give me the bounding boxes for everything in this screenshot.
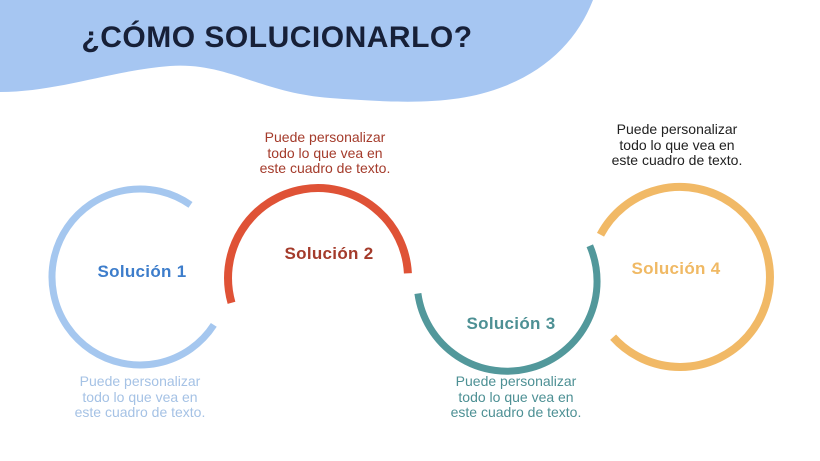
description-line: Puede personalizar	[455, 373, 577, 389]
solution-1-label: Solución 1	[97, 262, 187, 281]
description-line: este cuadro de texto.	[450, 404, 582, 420]
solution-4-label: Solución 4	[631, 259, 721, 278]
description-line: este cuadro de texto.	[74, 404, 206, 420]
solution-1-arc	[48, 185, 217, 369]
description-line: este cuadro de texto.	[611, 152, 743, 168]
description-line: todo lo que vea en	[267, 144, 383, 161]
description-line: este cuadro de texto.	[259, 160, 391, 176]
description-line: todo lo que vea en	[458, 388, 574, 405]
header-wave-path	[0, 0, 593, 102]
solution-3-description: Puede personalizar todo lo que vea en es…	[421, 373, 611, 421]
description-line: todo lo que vea en	[82, 388, 198, 405]
solution-1-description: Puede personalizar todo lo que vea en es…	[45, 373, 235, 421]
slide-title: ¿CÓMO SOLUCIONARLO?	[81, 21, 473, 54]
solution-3-label: Solución 3	[466, 314, 556, 333]
description-line: Puede personalizar	[79, 373, 201, 389]
solution-2-arc	[224, 184, 412, 304]
description-line: todo lo que vea en	[619, 136, 735, 153]
solution-3-arc	[414, 244, 601, 375]
solution-4-arc	[596, 183, 774, 371]
solution-2-description: Puede personalizar todo lo que vea en es…	[230, 129, 420, 177]
header-wave-shape	[0, 0, 593, 102]
description-line: Puede personalizar	[264, 129, 386, 145]
description-line: Puede personalizar	[616, 121, 738, 137]
solution-4-description: Puede personalizar todo lo que vea en es…	[582, 121, 772, 169]
solution-2-label: Solución 2	[284, 244, 374, 263]
